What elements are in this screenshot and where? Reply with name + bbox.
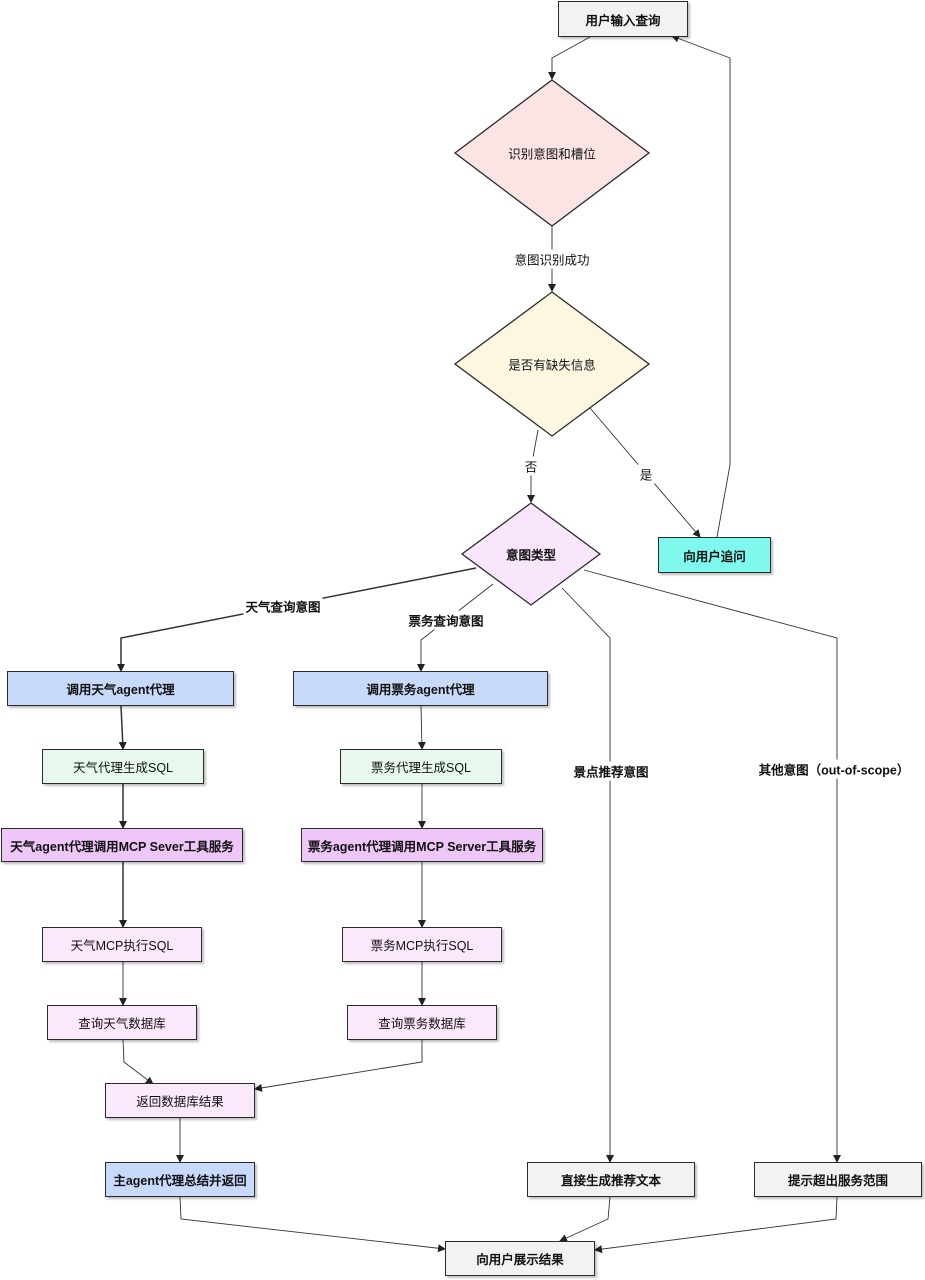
identify-intent-diamond	[453, 79, 651, 227]
user-query-node: 用户输入查询	[558, 1, 688, 37]
edge-label-no: 否	[522, 456, 540, 476]
edge-summary-to-show	[179, 1196, 446, 1253]
edge-label-intent-success: 意图识别成功	[512, 249, 592, 269]
query-weather-db-node: 查询天气数据库	[47, 1005, 197, 1040]
identify-intent-label: 识别意图和槽位	[508, 147, 596, 162]
edge-intent-to-ticket-agent	[417, 583, 494, 672]
ticket-mcp-call-node: 票务agent代理调用MCP Server工具服务	[301, 828, 543, 862]
edge-ask-user-to-query	[671, 34, 731, 538]
intent-type-label: 意图类型	[505, 548, 557, 563]
weather-mcp-call-node: 天气agent代理调用MCP Sever工具服务	[1, 828, 243, 862]
edge-label-weather-intent: 天气查询意图	[243, 596, 323, 616]
call-weather-agent-node: 调用天气agent代理	[7, 671, 234, 706]
weather-mcp-exec-node: 天气MCP执行SQL	[42, 927, 202, 962]
ask-user-node: 向用户追问	[658, 537, 771, 573]
ticket-gen-sql-node: 票务代理生成SQL	[340, 749, 502, 784]
edge-ticket-db-to-result	[254, 1040, 423, 1092]
missing-info-diamond	[453, 291, 651, 437]
out-of-scope-hint-node: 提示超出服务范围	[754, 1162, 922, 1197]
edge-query-to-identify	[548, 36, 591, 80]
missing-info-label: 是否有缺失信息	[508, 358, 596, 373]
edge-intent-to-out-of-scope	[583, 569, 841, 1163]
edge-ticket-agent-to-sql	[417, 705, 426, 750]
weather-gen-sql-node: 天气代理生成SQL	[42, 749, 204, 784]
call-ticket-agent-node: 调用票务agent代理	[293, 671, 548, 706]
edge-weather-db-to-result	[122, 1039, 154, 1085]
edge-label-scenic-intent: 景点推荐意图	[571, 761, 651, 781]
return-db-result-node: 返回数据库结果	[105, 1083, 255, 1118]
ticket-mcp-exec-node: 票务MCP执行SQL	[342, 927, 502, 962]
edge-intent-to-weather-agent	[117, 567, 477, 672]
edge-label-other-intent: 其他意图（out-of-scope）	[756, 759, 912, 779]
edge-label-yes: 是	[637, 464, 655, 484]
edge-label-ticket-intent: 票务查询意图	[406, 610, 486, 630]
query-ticket-db-node: 查询票务数据库	[347, 1005, 497, 1040]
edge-recommend-to-show	[559, 1196, 611, 1242]
gen-recommend-text-node: 直接生成推荐文本	[527, 1162, 695, 1197]
edge-intent-to-recommend	[561, 587, 614, 1163]
intent-type-diamond	[460, 502, 602, 606]
edge-out-of-scope-to-show	[594, 1196, 838, 1254]
edge-weather-agent-to-sql	[118, 705, 127, 750]
show-result-node: 向用户展示结果	[445, 1241, 595, 1276]
main-agent-summary-node: 主agent代理总结并返回	[105, 1162, 255, 1197]
